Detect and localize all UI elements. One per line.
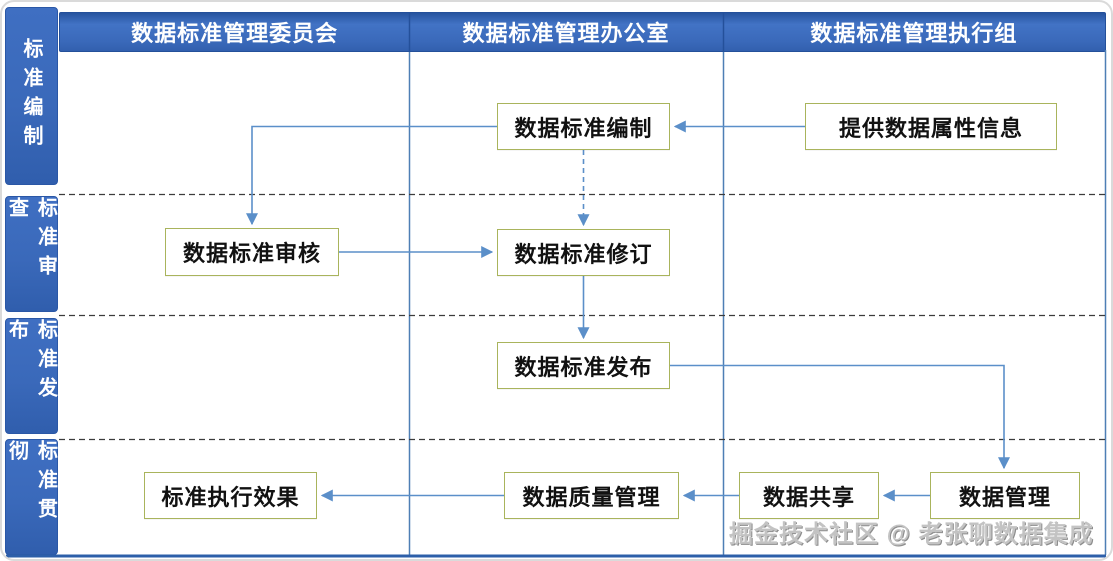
lane-label-standard-review: 标准审查: [5, 196, 58, 312]
lane-label-standard-implement: 标准贯彻: [5, 439, 58, 555]
flow-arrows: [246, 120, 1010, 502]
node-data-sharing: 数据共享: [739, 472, 879, 519]
node-data-standard-compile: 数据标准编制: [497, 103, 670, 150]
lane-label-standard-publish: 标准发布: [5, 318, 58, 434]
column-header-office: 数据标准管理办公室: [462, 21, 670, 46]
watermark-text: 掘金技术社区 @ 老张聊数据集成: [729, 521, 1094, 548]
node-data-standard-review: 数据标准审核: [165, 228, 339, 276]
node-provide-data-attribute-info: 提供数据属性信息: [805, 103, 1057, 150]
node-data-standard-revise: 数据标准修订: [497, 229, 670, 276]
node-standard-execution-effect: 标准执行效果: [144, 472, 317, 519]
node-data-management: 数据管理: [930, 472, 1080, 519]
arrow-publish-to-manage: [670, 364, 1010, 470]
column-header-band: 数据标准管理委员会 数据标准管理办公室 数据标准管理执行组: [59, 12, 1106, 52]
lane-label-standard-compilation: 标准编制: [5, 7, 58, 185]
node-data-standard-publish: 数据标准发布: [497, 342, 670, 389]
column-header-exec-team: 数据标准管理执行组: [810, 21, 1018, 46]
column-header-committee: 数据标准管理委员会: [131, 21, 339, 46]
arrow-compile-to-review: [246, 125, 497, 226]
node-data-quality-management: 数据质量管理: [504, 472, 679, 519]
